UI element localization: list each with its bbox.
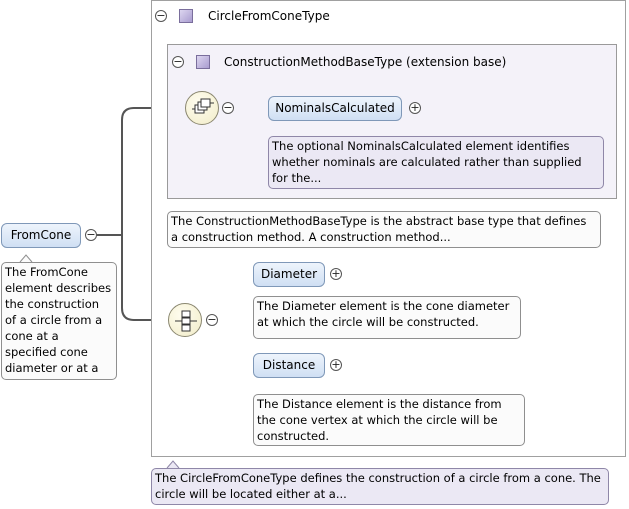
sequence-2-collapse-icon[interactable]: − xyxy=(206,313,218,326)
diameter-note: The Diameter element is the cone diamete… xyxy=(253,296,521,339)
outer-type-square-icon xyxy=(179,9,193,23)
distance-expand-icon[interactable]: + xyxy=(330,358,342,371)
element-diameter[interactable]: Diameter xyxy=(253,262,325,287)
inner-type-note: The ConstructionMethodBaseType is the ab… xyxy=(167,211,601,248)
note-pointer-root xyxy=(19,254,33,263)
sequence-compositor-1[interactable] xyxy=(185,91,219,125)
distance-note: The Distance element is the distance fro… xyxy=(253,394,525,446)
note-pointer-outer-type xyxy=(166,460,180,469)
root-element-fromcone[interactable]: FromCone xyxy=(1,223,81,248)
outer-type-note: The CircleFromConeType defines the const… xyxy=(151,468,609,505)
connector-to-sequence-1 xyxy=(97,107,186,236)
element-nominals-calculated[interactable]: NominalsCalculated xyxy=(268,96,402,121)
root-element-note: The FromCone element describes the const… xyxy=(1,262,117,380)
sequence-1-collapse-icon[interactable]: − xyxy=(222,101,234,114)
outer-type-title: CircleFromConeType xyxy=(208,9,330,23)
sequence-icon xyxy=(175,310,197,332)
outer-type-collapse-icon[interactable]: − xyxy=(155,9,167,22)
diameter-expand-icon[interactable]: + xyxy=(330,267,342,280)
sequence-compositor-2[interactable] xyxy=(168,303,202,337)
sequence-icon xyxy=(192,98,214,114)
element-distance[interactable]: Distance xyxy=(253,353,325,378)
inner-type-collapse-icon[interactable]: − xyxy=(172,55,184,68)
nominals-calculated-expand-icon[interactable]: + xyxy=(409,101,421,114)
connector-to-sequence-2 xyxy=(121,235,169,321)
root-element-collapse-icon[interactable]: − xyxy=(85,228,97,241)
inner-type-square-icon xyxy=(196,55,210,69)
inner-type-title: ConstructionMethodBaseType (extension ba… xyxy=(224,55,507,69)
nominals-calculated-note: The optional NominalsCalculated element … xyxy=(268,136,604,189)
